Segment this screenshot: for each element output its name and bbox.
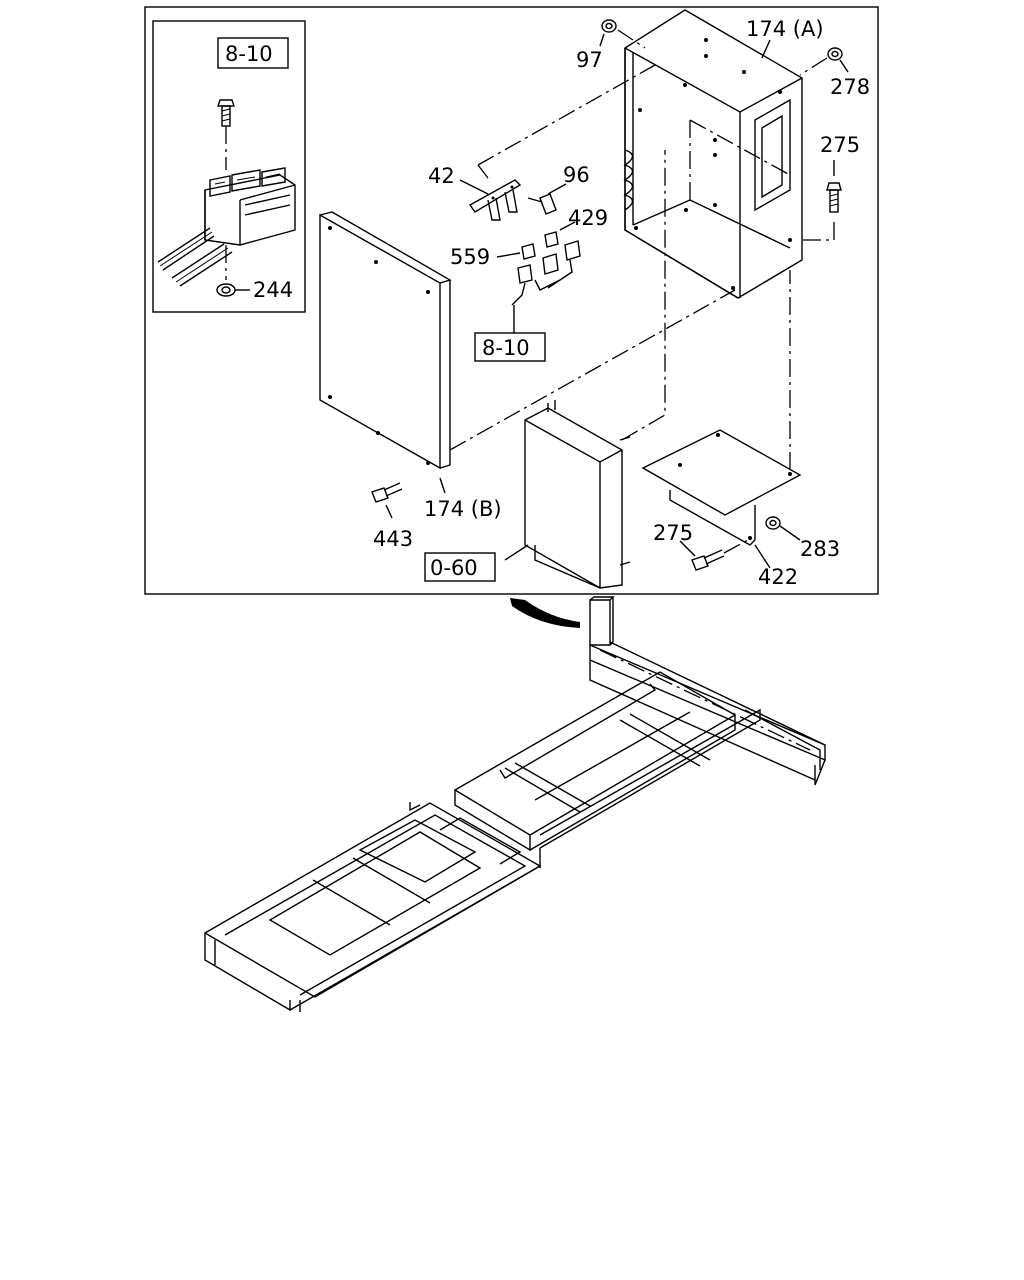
cover-174b — [319, 211, 736, 494]
inset-terminal-block: 8-10 244 — [152, 20, 306, 313]
wire-bundle — [157, 227, 233, 287]
plate-422 — [641, 270, 802, 569]
inset-ref-box — [217, 37, 289, 69]
nut-97 — [599, 19, 646, 49]
callout-244: 244 — [253, 278, 293, 302]
callout-42: 42 — [428, 164, 455, 188]
callout-97: 97 — [576, 48, 603, 72]
nut-283 — [765, 516, 801, 541]
callout-443: 443 — [373, 527, 413, 551]
callout-96: 96 — [563, 163, 590, 187]
control-unit — [504, 150, 666, 589]
bolt-275-top — [800, 160, 842, 241]
bolt-443 — [371, 482, 403, 519]
callout-559: 559 — [450, 245, 490, 269]
callout-174a: 174 (A) — [746, 17, 824, 41]
inset-ref-label: 8-10 — [225, 42, 273, 66]
electrical-box-174a — [623, 9, 803, 299]
nut-244 — [216, 245, 250, 297]
inset-bolt — [217, 99, 235, 170]
unit-ref-label: 0-60 — [430, 556, 478, 580]
callout-429: 429 — [568, 206, 608, 230]
callout-174b: 174 (B) — [424, 497, 502, 521]
detail-frame — [144, 6, 879, 595]
relay-harness — [496, 221, 581, 333]
callout-275-bottom: 275 — [653, 521, 693, 545]
chassis-frame — [203, 596, 826, 1012]
bolt-96 — [527, 183, 567, 215]
location-arrow — [510, 598, 581, 628]
callout-422: 422 — [758, 565, 798, 589]
nut-278 — [799, 47, 849, 76]
terminal-block — [204, 167, 296, 246]
callout-283: 283 — [800, 537, 840, 561]
bolt-275-bottom — [679, 539, 749, 571]
unit-ref-box — [424, 552, 496, 582]
harness-ref-box — [474, 332, 546, 362]
callout-278: 278 — [830, 75, 870, 99]
callout-275-top: 275 — [820, 133, 860, 157]
bracket-42 — [459, 64, 656, 221]
harness-ref-label: 8-10 — [482, 336, 530, 360]
